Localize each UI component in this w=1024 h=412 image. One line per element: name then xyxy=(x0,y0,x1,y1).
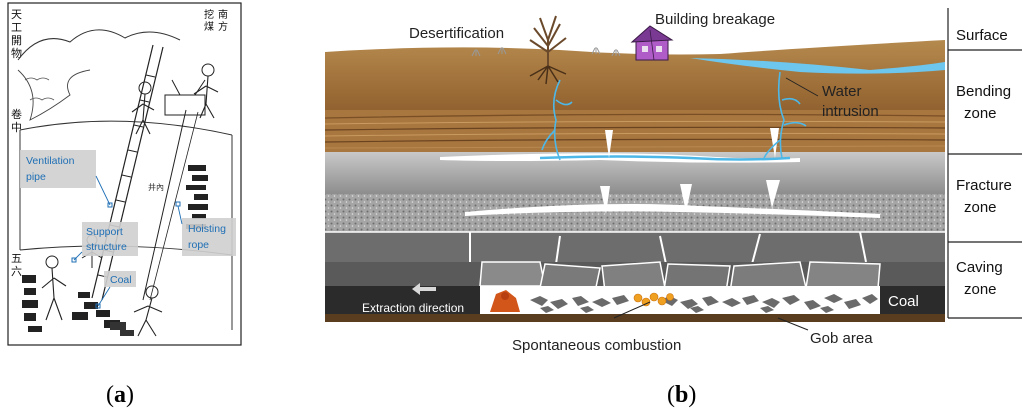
zone-surface-label: Surface xyxy=(956,27,1008,44)
chinese-text-col1: 天工開物 xyxy=(11,8,22,60)
hoisting-rope-2 xyxy=(149,111,199,301)
support-structure-text-line2: structure xyxy=(86,241,127,253)
chinese-text-col2: 卷中 xyxy=(11,107,22,134)
chinese-text-well: 井內 xyxy=(148,182,164,192)
caption-b-letter: b xyxy=(675,382,688,408)
broken-blocks xyxy=(479,261,881,293)
coal-pile-right xyxy=(186,165,208,229)
zone-caving-line1: Caving xyxy=(956,259,1003,276)
desertification-label: Desertification xyxy=(409,25,504,42)
caving-blocks xyxy=(325,231,945,265)
caving-upper-layer xyxy=(325,232,945,262)
zone-caving-label: Caving zone xyxy=(956,259,1007,298)
combustion-spots xyxy=(633,292,674,307)
chinese-text-top-right: 南方 xyxy=(218,8,228,33)
zone-ruler xyxy=(947,8,1022,319)
dead-tree-icon xyxy=(529,15,567,85)
gob-area-label: Gob area xyxy=(810,330,873,347)
panel-b: Extraction direction Coal xyxy=(324,8,1022,354)
panel-a: 天工開物 卷中 五六 南方 挖煤 井內 xyxy=(7,2,242,346)
water-intrusion-label-line1: Water xyxy=(822,83,861,100)
ventilation-pipe-label: Ventilation pipe xyxy=(20,150,113,208)
water-intrusion-label-line2: intrusion xyxy=(822,103,879,120)
caption-a-letter: a xyxy=(114,382,126,408)
zone-bending-line1: Bending xyxy=(956,83,1011,100)
ventilation-pipe-text: Ventilation pipe xyxy=(26,155,77,183)
hill-hatch-1 xyxy=(24,77,50,81)
water-intrusion-leader xyxy=(785,77,819,97)
water-intrusion-cracks xyxy=(541,71,807,161)
hoisting-rope-text: Hoisting rope xyxy=(188,223,229,251)
zone-caving-line2: zone xyxy=(964,281,997,298)
spontaneous-combustion-leader xyxy=(613,301,651,319)
ventilation-pipe-text-line1: Ventilation xyxy=(26,155,75,167)
hoisting-rope-text-line2: rope xyxy=(188,239,209,251)
coal-seam-left xyxy=(325,286,480,314)
chinese-text-page: 五六 xyxy=(11,252,22,278)
shaft-top-rim xyxy=(19,120,233,136)
support-structure-label: Support structure xyxy=(71,222,138,263)
chinese-text-top-right-2: 挖煤 xyxy=(204,8,214,33)
coal-pile-left xyxy=(22,275,42,332)
gob-area-leader xyxy=(777,317,809,331)
water-intrusion-label: Water intrusion xyxy=(822,83,879,120)
fracture-gap xyxy=(465,204,880,218)
hoisting-rope xyxy=(142,109,187,301)
support-structure-text-line1: Support xyxy=(86,226,123,238)
hoisting-rope-text-line1: Hoisting xyxy=(188,223,226,235)
hoisting-rope-label: Hoisting rope xyxy=(175,201,236,256)
zone-bending-label: Bending zone xyxy=(956,83,1015,122)
worker-bottom-left xyxy=(41,255,67,321)
support-structure-text: Support structure xyxy=(86,226,127,253)
gob-rubble xyxy=(530,294,878,313)
worker-top-right xyxy=(193,63,219,119)
extraction-arrow xyxy=(412,283,436,295)
mountain-sketch xyxy=(17,29,181,61)
zone-bending-line2: zone xyxy=(964,105,997,122)
coal-pile-center xyxy=(72,292,134,336)
worker-bottom-right xyxy=(133,285,163,337)
building-breakage-label: Building breakage xyxy=(655,11,775,28)
worker-top-left xyxy=(131,81,155,135)
caption-b: (b) xyxy=(667,382,696,408)
intruded-water xyxy=(539,155,791,161)
ventilation-pipe-text-line2: pipe xyxy=(26,171,46,183)
separation-gap xyxy=(440,153,800,163)
zone-fracture-line2: zone xyxy=(964,199,997,216)
spontaneous-combustion-label: Spontaneous combustion xyxy=(512,337,681,354)
extraction-direction-label: Extraction direction xyxy=(362,301,464,315)
mining-shearer xyxy=(490,290,520,312)
caption-a: (a) xyxy=(106,382,134,408)
surface-water xyxy=(690,58,945,74)
hill-sketch xyxy=(17,69,91,121)
bending-zone-strata xyxy=(324,110,946,152)
broken-house-icon xyxy=(630,25,674,61)
grass-tufts xyxy=(471,47,621,57)
coal-label-a-text: Coal xyxy=(110,274,132,286)
zone-fracture-label: Fracture zone xyxy=(956,177,1016,216)
fracture-cracks xyxy=(600,128,780,214)
hill-hatch-2 xyxy=(29,97,55,101)
coal-label-b: Coal xyxy=(888,293,919,310)
zone-fracture-line1: Fracture xyxy=(956,177,1012,194)
coal-label-a: Coal xyxy=(95,271,136,309)
coal-seam-right xyxy=(880,286,945,314)
zone-surface-text: Surface xyxy=(956,27,1008,44)
floor-layer xyxy=(325,314,945,322)
